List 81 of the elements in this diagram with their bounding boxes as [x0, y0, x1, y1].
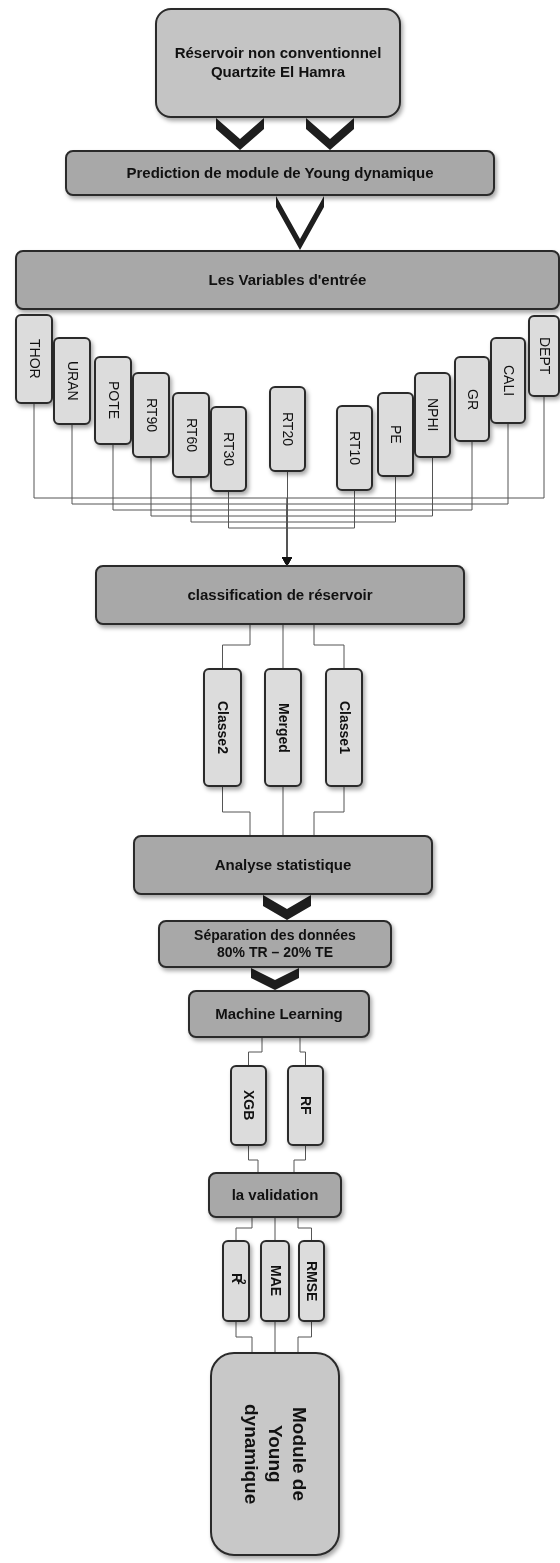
connector-line: [222, 786, 251, 836]
node-label: RT30: [220, 432, 238, 466]
process-box: [158, 920, 392, 968]
metric-box: [222, 1240, 250, 1322]
process-box: [188, 990, 370, 1038]
variable-box: [15, 314, 53, 404]
node-label: RF: [297, 1096, 315, 1115]
node-label: RT60: [182, 418, 200, 452]
connector-line: [313, 624, 345, 669]
chevron-arrow: [251, 968, 299, 990]
arrow: [282, 396, 545, 566]
node-label: MAE: [266, 1265, 284, 1297]
chevron-arrow: [263, 895, 311, 920]
variable-box: [172, 392, 210, 478]
node-label: Merged: [274, 702, 292, 753]
connector-line: [274, 1217, 276, 1241]
connector-line: [282, 624, 284, 669]
metric-box: [260, 1240, 290, 1322]
node-label: Séparation des données 80% TR – 20% TE: [193, 926, 357, 962]
variable-box: [454, 356, 490, 442]
node-label: GR: [463, 388, 481, 410]
connector-line: [313, 786, 345, 836]
node-label: Machine Learning: [215, 1004, 343, 1024]
connector-line: [297, 1321, 312, 1353]
model-box: [230, 1065, 267, 1146]
node-label: Prediction de module de Young dynamique: [126, 163, 434, 183]
node-label: Analyse statistique: [214, 855, 352, 875]
node-label: RMSE: [303, 1260, 321, 1302]
process-box: [208, 1172, 342, 1218]
connector-line: [235, 1217, 253, 1241]
chevron-arrow: [306, 118, 354, 150]
node-label: XGB: [240, 1090, 258, 1121]
connector-line: [222, 624, 251, 669]
node-label: URAN: [63, 361, 81, 401]
chevron-arrow: [276, 196, 324, 250]
variable-box: [377, 392, 414, 477]
connector-line: [297, 1217, 312, 1241]
variable-box: [490, 337, 526, 424]
variable-box: [528, 315, 560, 397]
variable-box: [210, 406, 247, 492]
node-label: RT90: [142, 398, 160, 432]
connector-line: [248, 1145, 259, 1173]
node-label: POTE: [104, 381, 122, 420]
node-label: PE: [387, 425, 405, 444]
variable-box: [94, 356, 132, 445]
node-label: CALI: [499, 364, 517, 397]
node-label: classification de réservoir: [187, 585, 373, 605]
header-box: [15, 250, 560, 310]
node-label: NPHI: [424, 398, 442, 432]
connector-line: [274, 1321, 276, 1353]
process-box: [65, 150, 495, 196]
connector-line: [299, 1037, 306, 1066]
variable-box: [132, 372, 170, 458]
process-box: [95, 565, 465, 625]
connector-line: [293, 1145, 306, 1173]
variable-box: [414, 372, 451, 458]
class-box: [203, 668, 242, 787]
node-label: Les Variables d'entrée: [208, 270, 367, 290]
node-label: Classe1: [335, 701, 353, 754]
node-label: Classe2: [214, 701, 232, 754]
chevron-arrow: [216, 118, 264, 150]
node-label: Réservoir non conventionnel Quartzite El Hamra: [173, 44, 383, 82]
process-box: [133, 835, 433, 895]
result-box: [210, 1352, 340, 1556]
variable-box: [336, 405, 373, 491]
node-label: Module de Young dynamique: [240, 1402, 311, 1507]
node-label: RT20: [279, 412, 297, 446]
node-label: DEPT: [535, 337, 553, 375]
node-label: RT10: [346, 431, 364, 465]
model-box: [287, 1065, 324, 1146]
variable-box: [269, 386, 306, 472]
connector-line: [235, 1321, 253, 1353]
metric-box: [298, 1240, 325, 1322]
node-label: la validation: [231, 1185, 319, 1205]
node-label: THOR: [25, 339, 43, 379]
connector-line: [248, 1037, 263, 1066]
variable-box: [53, 337, 91, 425]
class-box: [264, 668, 302, 787]
class-box: [325, 668, 363, 787]
connector-line: [282, 786, 284, 836]
source-box: [155, 8, 401, 118]
